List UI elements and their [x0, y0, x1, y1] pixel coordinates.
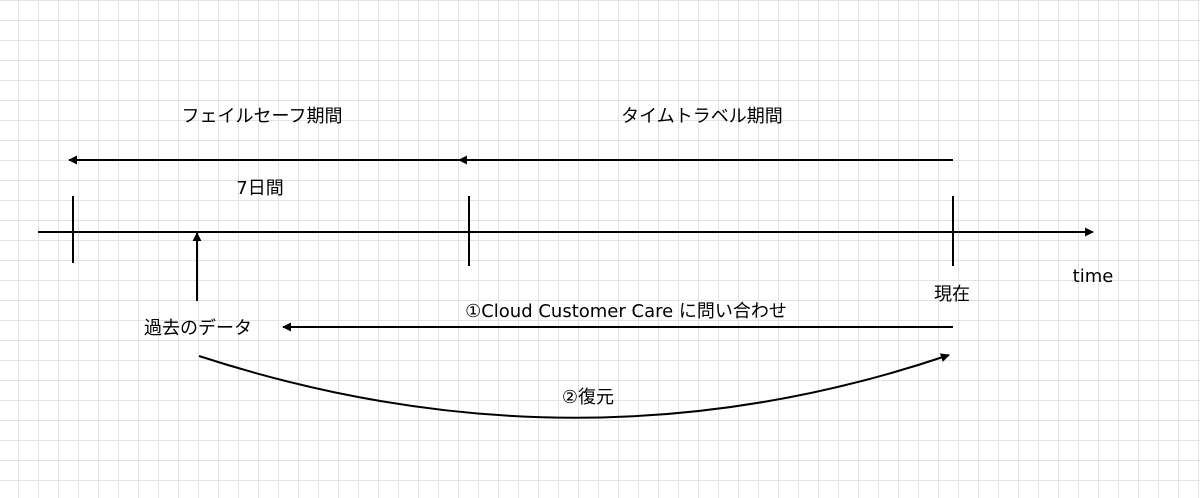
seven-days-label: 7日間 — [236, 178, 283, 199]
failsafe-period-label: フェイルセーフ期間 — [182, 106, 343, 127]
timetravel-period-label: タイムトラベル期間 — [621, 106, 783, 127]
restore-label: ②復元 — [562, 387, 614, 408]
now-label: 現在 — [934, 284, 970, 305]
restore-curve-arrow — [198, 353, 950, 419]
contact-support-label: ①Cloud Customer Care に問い合わせ — [465, 301, 787, 322]
past-data-label: 過去のデータ — [144, 318, 252, 339]
time-axis-label: time — [1073, 266, 1114, 287]
